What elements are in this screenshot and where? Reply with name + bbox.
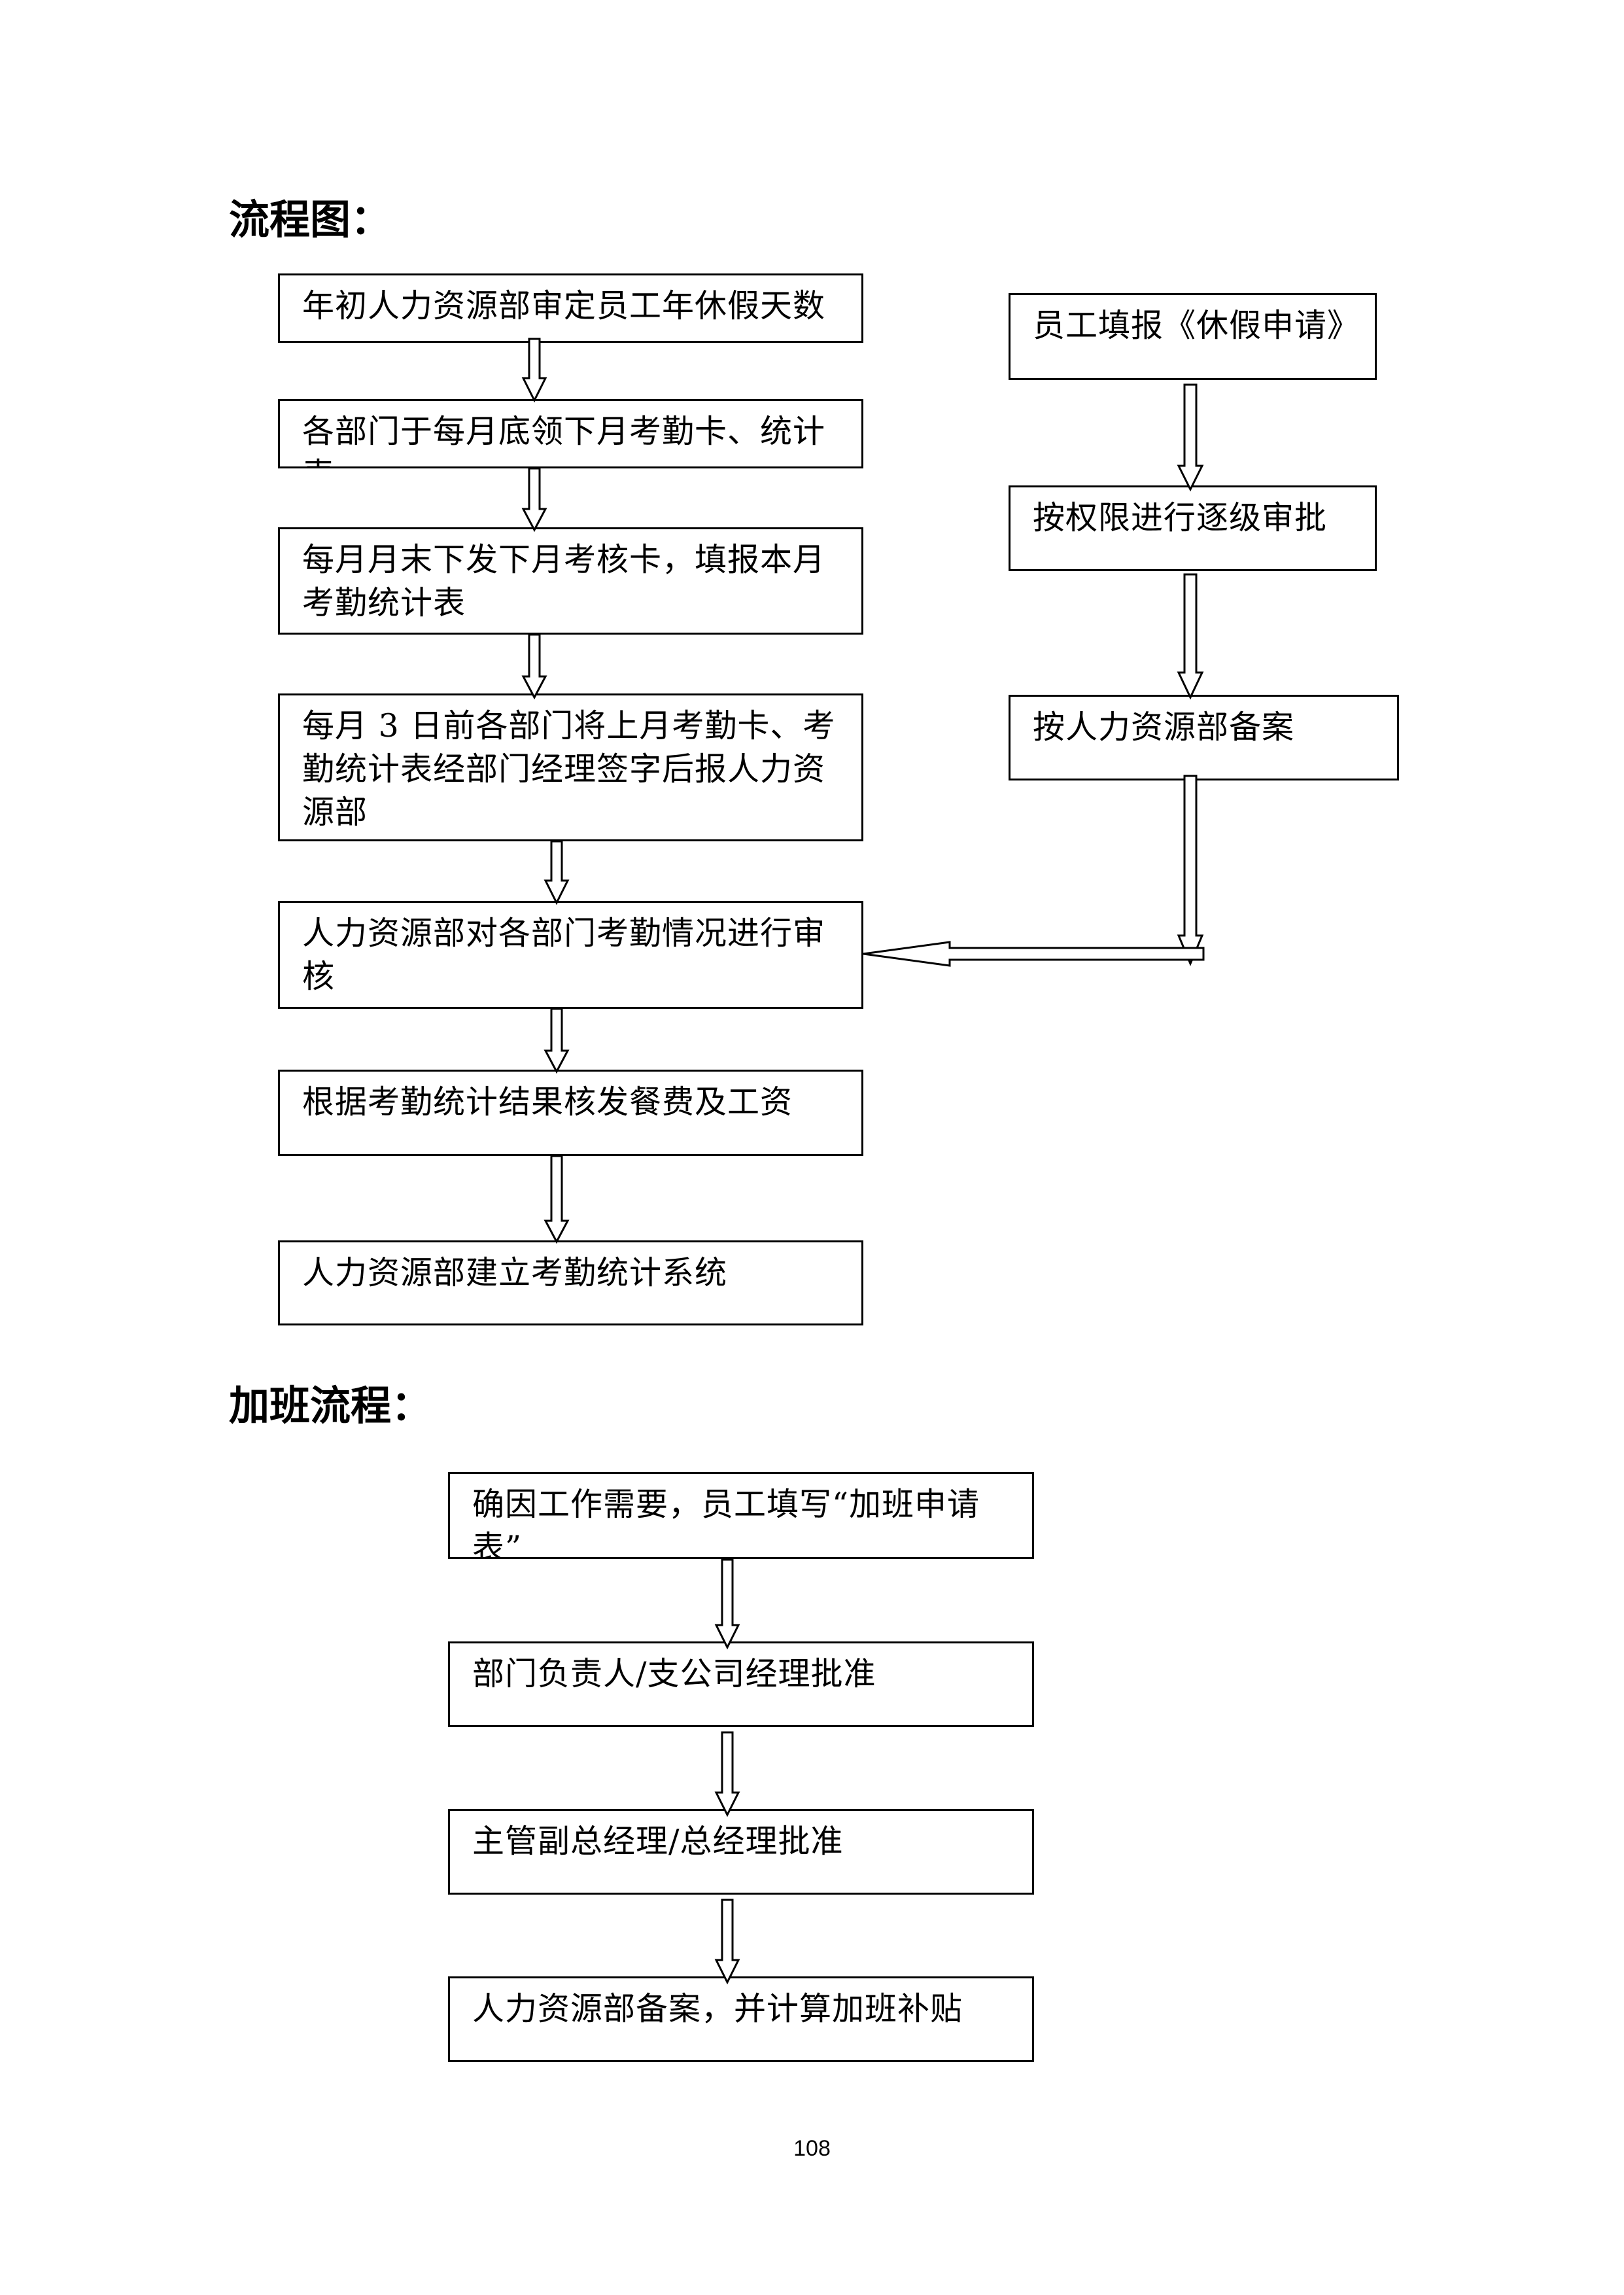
arrow-down-icon	[544, 1007, 570, 1074]
leave-step-1: 员工填报《休假申请》	[1009, 293, 1377, 380]
attendance-step-3-text: 每月月末下发下月考核卡，填报本月考勤统计表	[302, 541, 826, 622]
arrow-down-icon	[714, 1558, 740, 1650]
overtime-step-3-text: 主管副总经理/总经理批准	[472, 1823, 844, 1860]
attendance-step-1-text: 年初人力资源部审定员工年休假天数	[302, 287, 826, 324]
arrow-down-icon	[521, 338, 547, 403]
leave-step-2-text: 按权限进行逐级审批	[1033, 499, 1328, 536]
leave-step-3-text: 按人力资源部备案	[1033, 709, 1295, 746]
arrow-down-icon	[1177, 383, 1204, 492]
arrow-down-icon	[1177, 775, 1204, 966]
attendance-step-5-text: 人力资源部对各部门考勤情况进行审核	[302, 915, 826, 995]
attendance-step-4-text: 每月 3 日前各部门将上月考勤卡、考勤统计表经部门经理签字后报人力资源部	[302, 707, 836, 831]
leave-step-1-text: 员工填报《休假申请》	[1033, 307, 1360, 344]
attendance-step-6: 根据考勤统计结果核发餐费及工资	[278, 1070, 863, 1156]
leave-step-3: 按人力资源部备案	[1009, 695, 1399, 780]
leave-step-2: 按权限进行逐级审批	[1009, 485, 1377, 571]
flowchart-heading: 流程图：	[229, 196, 392, 243]
arrow-down-icon	[1177, 573, 1204, 700]
arrow-down-icon	[521, 633, 547, 700]
attendance-step-7-text: 人力资源部建立考勤统计系统	[302, 1254, 728, 1291]
attendance-step-7: 人力资源部建立考勤统计系统	[278, 1240, 863, 1325]
arrow-down-icon	[714, 1899, 740, 1985]
arrow-down-icon	[714, 1731, 740, 1817]
attendance-step-1: 年初人力资源部审定员工年休假天数	[278, 273, 863, 343]
overtime-step-1: 确因工作需要，员工填写“加班申请表”	[448, 1472, 1034, 1559]
overtime-step-4-text: 人力资源部备案，并计算加班补贴	[472, 1990, 963, 2027]
arrow-left-icon	[863, 941, 1205, 967]
arrow-down-icon	[544, 1155, 570, 1244]
attendance-step-4: 每月 3 日前各部门将上月考勤卡、考勤统计表经部门经理签字后报人力资源部	[278, 693, 863, 841]
attendance-step-6-text: 根据考勤统计结果核发餐费及工资	[302, 1083, 793, 1121]
arrow-down-icon	[544, 840, 570, 905]
overtime-step-3: 主管副总经理/总经理批准	[448, 1809, 1034, 1895]
arrow-down-icon	[521, 467, 547, 533]
overtime-step-2: 部门负责人/支公司经理批准	[448, 1641, 1034, 1727]
attendance-step-2: 各部门于每月底领下月考勤卡、统计表	[278, 399, 863, 468]
overtime-step-2-text: 部门负责人/支公司经理批准	[472, 1655, 876, 1692]
overtime-step-1-text: 确因工作需要，员工填写“加班申请表”	[472, 1486, 980, 1559]
overtime-step-4: 人力资源部备案，并计算加班补贴	[448, 1976, 1034, 2062]
attendance-step-5: 人力资源部对各部门考勤情况进行审核	[278, 901, 863, 1009]
attendance-step-2-text: 各部门于每月底领下月考勤卡、统计表	[302, 413, 826, 466]
page-number: 108	[793, 2136, 831, 2161]
attendance-step-3: 每月月末下发下月考核卡，填报本月考勤统计表	[278, 527, 863, 635]
overtime-heading: 加班流程：	[229, 1382, 432, 1429]
